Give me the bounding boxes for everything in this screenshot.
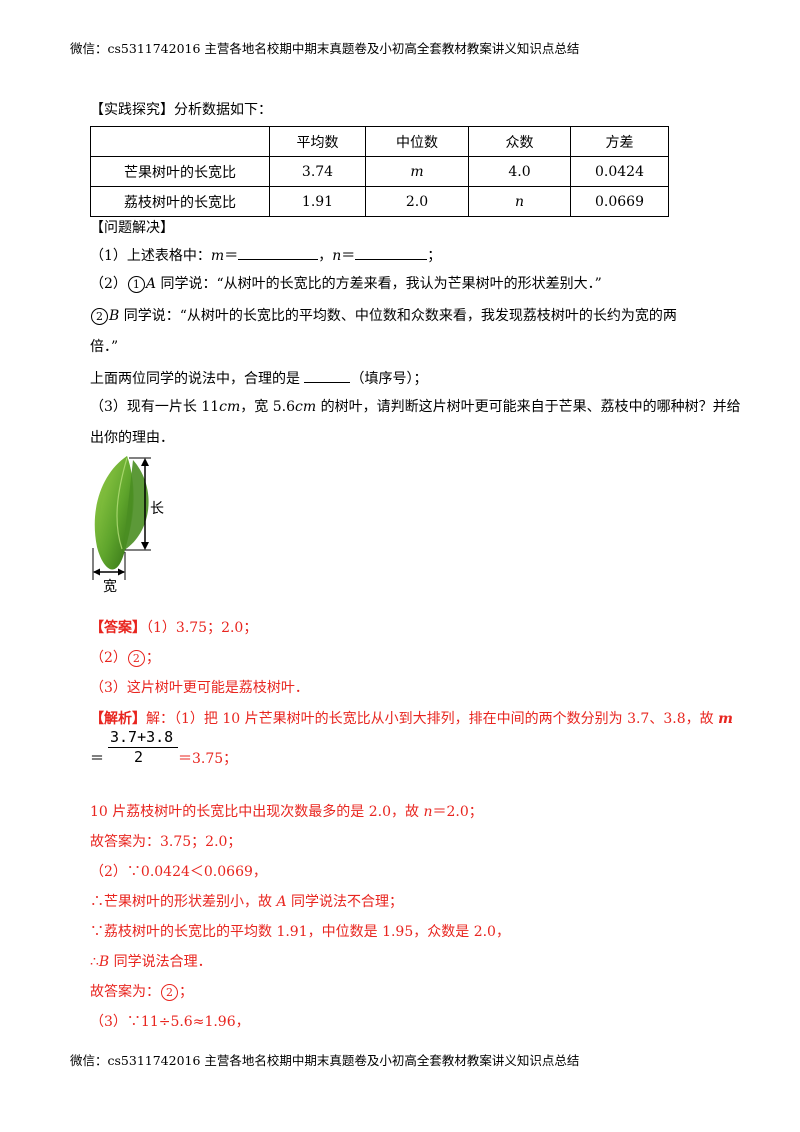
question-3-cont: 出你的理由．: [90, 430, 174, 446]
analysis-line-5: ∴芒果树叶的形状差别小，故 A 同学说法不合理；: [90, 892, 403, 912]
answer-line-2: （2）2；: [90, 648, 160, 668]
circled-number-2: 2: [91, 307, 108, 325]
person-b: B: [109, 308, 120, 324]
answer-line-1: 【答案】（1）3.75；2.0；: [90, 618, 257, 638]
analysis-line-3: 故答案为：3.75；2.0；: [90, 834, 242, 850]
page-header: 微信：cs5311742016 主营各地名校期中期末真题卷及小初高全套教材教案讲…: [70, 41, 580, 56]
analysis-line-2: 10 片荔枝树叶的长宽比中出现次数最多的是 2.0，故 n＝2.0；: [90, 802, 483, 822]
analysis-text-2a: 10 片荔枝树叶的长宽比中出现次数最多的是 2.0，故: [90, 804, 424, 820]
analysis-text-7b: 同学说法合理．: [109, 954, 212, 970]
practice-label: 【实践探究】分析数据如下：: [90, 102, 272, 118]
table-cell: 0.0424: [570, 156, 669, 187]
circled-number-2: 2: [161, 983, 178, 1001]
table-cell: 1.91: [269, 186, 366, 217]
length-label: 长: [150, 501, 164, 517]
var-m: m: [718, 711, 733, 727]
answer-tag: 【答案】: [90, 620, 146, 636]
answer-blank-n[interactable]: [355, 245, 428, 260]
question-2b-cont: 倍．”: [90, 339, 119, 355]
page-footer: 微信：cs5311742016 主营各地名校期中期末真题卷及小初高全套教材教案讲…: [70, 1053, 580, 1068]
problem-heading: 【问题解决】: [90, 220, 174, 236]
person-a: A: [145, 276, 157, 292]
answer-line-3: （3）这片树叶更可能是荔枝树叶．: [90, 680, 309, 696]
question-2-reason: 上面两位同学的说法中，合理的是 （填序号）；: [90, 368, 427, 389]
analysis-text-5b: 同学说法不合理；: [286, 894, 404, 910]
table-row: 芒果树叶的长宽比 3.74 m 4.0 0.0424: [90, 156, 669, 187]
table-header-cell: 众数: [468, 126, 571, 157]
analysis-text-2b: ＝2.0；: [432, 804, 483, 820]
circled-number-2: 2: [127, 649, 145, 667]
answer-2-prefix: （2）: [90, 650, 127, 666]
data-table: 平均数 中位数 众数 方差 芒果树叶的长宽比 3.74 m 4.0 0.0424…: [90, 126, 669, 217]
circled-number-1: 1: [127, 275, 145, 293]
table-cell: 0.0669: [570, 186, 669, 217]
q3-c: 的树叶，请判断这片树叶更可能来自于芒果、荔枝中的哪种树？并给: [316, 399, 741, 415]
unit-cm: cm: [295, 399, 317, 415]
width-label: 宽: [103, 579, 117, 595]
question-3: （3）现有一片长 11cm，宽 5.6cm 的树叶，请判断这片树叶更可能来自于芒…: [90, 397, 741, 417]
analysis-text-8a: 故答案为：: [90, 984, 160, 1000]
q2-reason-b: （填序号）；: [350, 371, 428, 387]
table-header-cell: 方差: [570, 126, 669, 157]
person-b: B: [98, 954, 110, 970]
analysis-text-7a: ∴: [90, 954, 99, 970]
fraction-bar: [108, 747, 178, 748]
fraction-denominator: 2: [134, 748, 144, 766]
analysis-line-6: ∵荔枝树叶的长宽比的平均数 1.91，中位数是 1.95，众数是 2.0，: [90, 924, 510, 940]
analysis-text-1: 解：（1）把 10 片芒果树叶的长宽比从小到大排列，排在中间的两个数分别为 3.…: [146, 711, 719, 727]
table-header-cell: 中位数: [365, 126, 469, 157]
table-cell: 芒果树叶的长宽比: [90, 156, 270, 187]
fraction-expression: ＝ 3.7+3.8 2 ＝3.75；: [90, 728, 290, 768]
q1-end: ；: [427, 248, 442, 264]
analysis-tag: 【解析】: [90, 711, 146, 727]
fraction-numerator: 3.7+3.8: [110, 728, 174, 746]
analysis-text-5a: ∴芒果树叶的形状差别小，故: [90, 894, 277, 910]
table-header-cell: 平均数: [269, 126, 366, 157]
q3-b: ，宽 5.6: [240, 399, 296, 415]
q1-prefix: （1）上述表格中：: [90, 248, 211, 264]
analysis-line-9: （3）∵11÷5.6≈1.96，: [90, 1014, 250, 1030]
table-header-row: 平均数 中位数 众数 方差: [90, 126, 669, 157]
analysis-text-8b: ；: [179, 984, 193, 1000]
leaf-figure: [92, 456, 151, 580]
q2-reason-a: 上面两位同学的说法中，合理的是: [90, 371, 305, 387]
question-1: （1）上述表格中：m＝，n＝；: [90, 245, 441, 266]
fraction-eq: ＝: [90, 751, 104, 767]
analysis-line-4: （2）∵0.0424＜0.0669，: [90, 864, 267, 880]
q1-eq2: ＝: [341, 248, 356, 264]
q1-sep: ，: [318, 248, 333, 264]
var-m: m: [210, 248, 225, 264]
table-cell: n: [468, 186, 571, 217]
unit-cm: cm: [219, 399, 241, 415]
q1-eq: ＝: [224, 248, 239, 264]
analysis-line-8: 故答案为：2；: [90, 982, 193, 1002]
answer-2-end: ；: [145, 650, 160, 666]
table-cell: 2.0: [365, 186, 469, 217]
table-header-cell: [90, 126, 270, 157]
q3-a: （3）现有一片长 11: [90, 399, 220, 415]
q2-prefix: （2）: [90, 276, 127, 292]
analysis-line-1: 【解析】解：（1）把 10 片芒果树叶的长宽比从小到大排列，排在中间的两个数分别…: [90, 709, 733, 729]
q2b-text: 同学说：“从树叶的长宽比的平均数、中位数和众数来看，我发现荔枝树叶的长约为宽的两: [119, 308, 677, 324]
table-cell: 荔枝树叶的长宽比: [90, 186, 270, 217]
var-n: n: [423, 804, 433, 820]
answer-1: （1）3.75；2.0；: [146, 620, 258, 636]
q2a-text: 同学说：“从树叶的长宽比的方差来看，我认为芒果树叶的形状差别大．”: [156, 276, 602, 292]
person-a: A: [276, 894, 287, 910]
table-cell: m: [365, 156, 469, 187]
fraction-result: ＝3.75；: [178, 751, 238, 767]
table-cell: 4.0: [468, 156, 571, 187]
analysis-line-7: ∴B 同学说法合理．: [90, 952, 212, 972]
table-cell: 3.74: [269, 156, 366, 187]
answer-blank-m[interactable]: [238, 245, 319, 260]
table-row: 荔枝树叶的长宽比 1.91 2.0 n 0.0669: [90, 186, 669, 217]
var-n: n: [332, 248, 342, 264]
answer-blank-choice[interactable]: [304, 368, 351, 383]
